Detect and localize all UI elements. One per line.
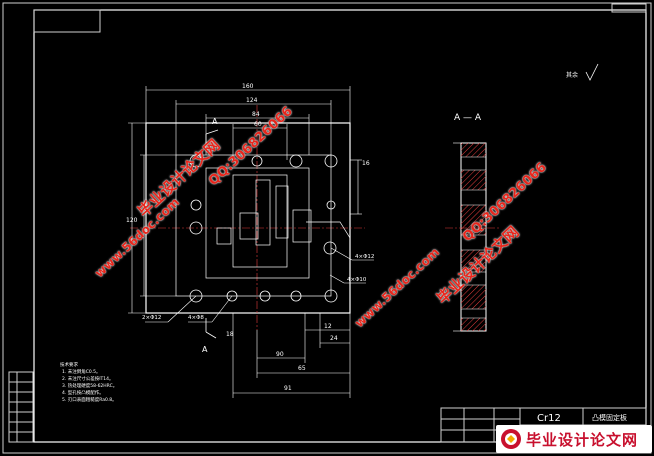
code-box	[33, 9, 101, 33]
section-view	[445, 142, 500, 332]
dim-16: 16	[362, 160, 370, 167]
notes-line-5: 5. 刃口表面粗糙度Ra0.8。	[62, 396, 117, 403]
part-name-label: 凸模固定板	[592, 413, 627, 422]
plate-outline	[145, 122, 351, 314]
dim-84: 84	[252, 111, 260, 118]
section-mark-a-top: A	[212, 117, 218, 126]
roughness-note: 其余	[566, 71, 578, 79]
dim-12: 12	[324, 323, 332, 330]
plan-view: 160 124 84 60 120 16 91 65 90 24 12 18	[126, 83, 374, 398]
dim-91: 91	[284, 385, 292, 392]
callout-holes-1: 4×Φ12	[355, 254, 374, 260]
site-logo: 毕业设计论文网	[496, 425, 652, 453]
section-mark-a-bottom: A	[202, 345, 208, 354]
binding-margin-table	[8, 371, 34, 443]
callout-holes-3: 2×Φ12	[142, 315, 161, 321]
material-label: Cr12	[537, 413, 561, 424]
dim-24: 24	[330, 335, 338, 342]
technical-notes: 技术要求 1. 未注倒角C0.5。 2. 未注尺寸公差按IT14。 3. 热处理…	[60, 361, 117, 403]
notes-title: 技术要求	[60, 361, 78, 368]
section-view-title: A — A	[454, 113, 482, 123]
dim-90: 90	[276, 351, 284, 358]
notes-line-1: 1. 未注倒角C0.5。	[62, 368, 101, 375]
dim-160: 160	[242, 83, 254, 90]
logo-emblem-icon	[501, 429, 521, 449]
dim-60: 60	[254, 121, 262, 128]
roughness-symbol	[585, 63, 599, 81]
dim-124: 124	[246, 97, 258, 104]
callout-holes-4: 4×Φ8	[188, 315, 204, 321]
notes-line-3: 3. 热处理硬度58-62HRC。	[62, 382, 117, 389]
dim-120: 120	[126, 217, 138, 224]
notes-line-4: 4. 型孔按凸模配作。	[62, 389, 104, 396]
callout-holes-2: 4×Φ10	[347, 277, 367, 283]
corner-box	[611, 3, 647, 13]
drawing-frame	[33, 9, 647, 443]
notes-line-2: 2. 未注尺寸公差按IT14。	[62, 375, 114, 382]
dim-65: 65	[298, 365, 306, 372]
dim-18: 18	[226, 331, 234, 338]
logo-text: 毕业设计论文网	[526, 430, 639, 449]
